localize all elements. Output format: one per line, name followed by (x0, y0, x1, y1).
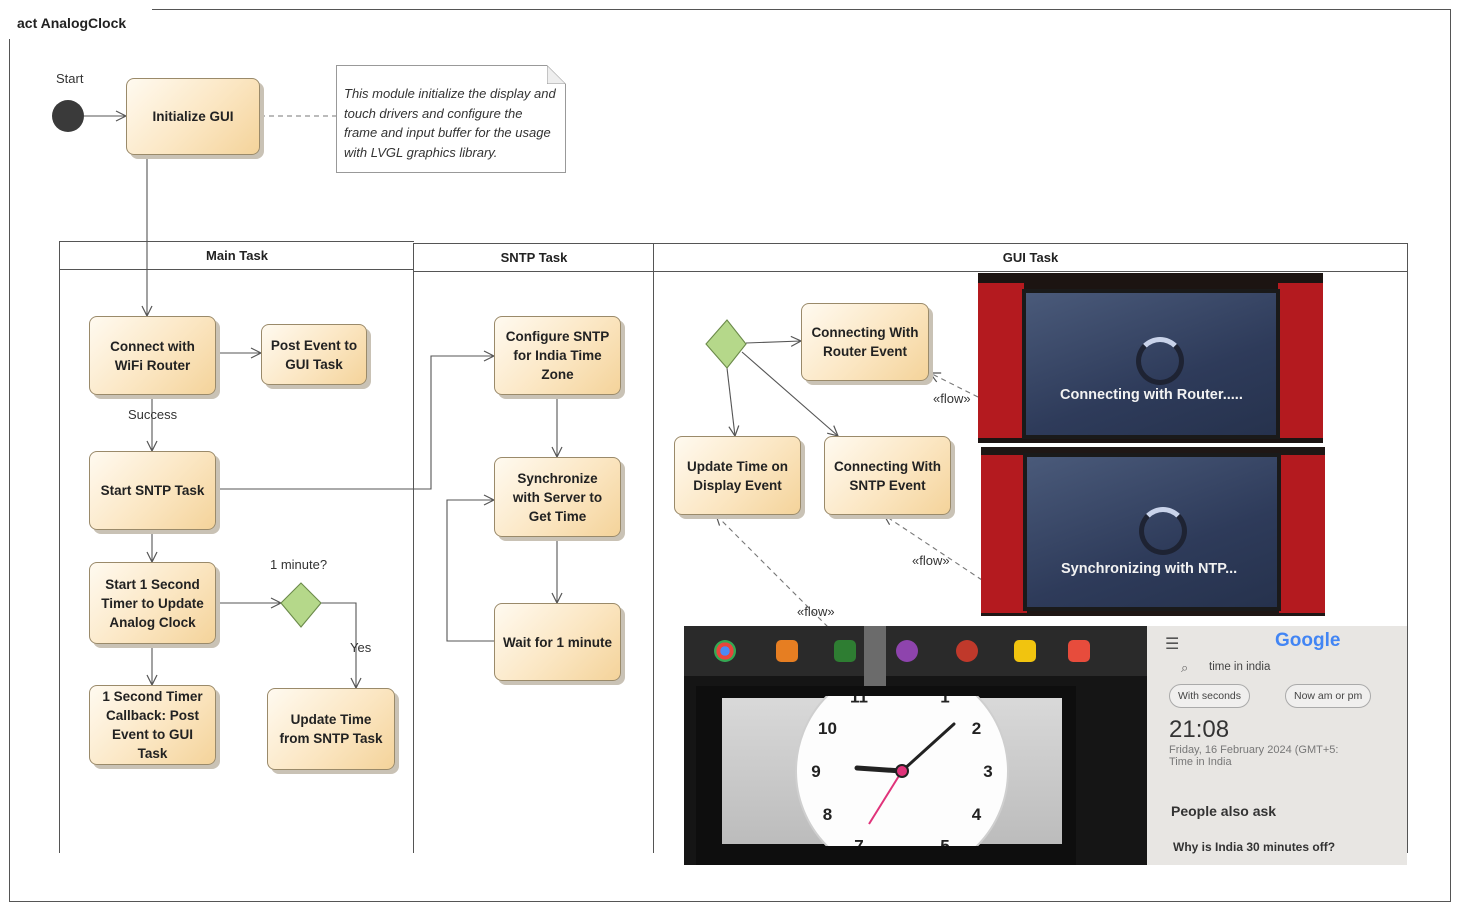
action-configure-sntp[interactable]: Configure SNTP for India Time Zone (494, 316, 621, 395)
clock-numeral: 10 (818, 719, 837, 738)
edge-sntp-configure (216, 356, 494, 490)
action-update-display-event[interactable]: Update Time on Display Event (674, 436, 801, 515)
clock-center (895, 764, 909, 778)
clock-numeral: 11 (850, 696, 868, 707)
lane-sntp-task: SNTP Task (413, 243, 654, 853)
action-synchronize[interactable]: Synchronize with Server to Get Time (494, 457, 621, 537)
router-screen-text: Connecting with Router..... (1060, 387, 1243, 403)
photo-ntp-screen: Synchronizing with NTP... (981, 447, 1325, 616)
clock-numeral: 4 (972, 805, 982, 824)
app-icon-red (1068, 640, 1090, 662)
chrome-icon (714, 640, 736, 662)
edge-gdec-sntp (741, 351, 838, 436)
frame-title: act AnalogClock (9, 9, 153, 39)
edge-gdec-display (726, 367, 735, 436)
faq-question: Why is India 30 minutes off? (1173, 840, 1336, 854)
edge-gdec-router (745, 341, 801, 343)
clock-numeral: 1 (940, 696, 949, 707)
phone-google-panel: ☰ Google ⌕ time in india With seconds No… (1147, 626, 1407, 865)
action-connect-wifi[interactable]: Connect with WiFi Router (89, 316, 216, 395)
edge-wait-sync (446, 500, 494, 642)
google-time: 21:08 (1169, 716, 1230, 743)
initial-node (52, 100, 84, 132)
taskbar (684, 626, 1147, 676)
pcb-right (1278, 283, 1323, 438)
action-initialize-gui[interactable]: Initialize GUI (126, 78, 260, 155)
start-label: Start (56, 71, 84, 86)
label-flow-display: «flow» (797, 604, 835, 619)
search-icon: ⌕ (1181, 660, 1189, 675)
app-icon-orange (776, 640, 798, 662)
flow-sntp (884, 515, 983, 581)
clock-numeral: 5 (940, 837, 949, 847)
action-timer-callback[interactable]: 1 Second Timer Callback: Post Event to G… (89, 685, 216, 765)
lcd-screen: Synchronizing with NTP... (1023, 453, 1281, 611)
label-flow-router: «flow» (933, 391, 971, 406)
clock-numeral: 9 (811, 762, 820, 781)
chip-am-pm: Now am or pm (1285, 684, 1372, 708)
spinner-icon (1139, 507, 1187, 555)
second-hand (868, 770, 903, 825)
label-one-minute: 1 minute? (270, 557, 328, 572)
clock-numeral: 2 (972, 719, 981, 738)
minute-hand (900, 722, 956, 773)
pcb-left (981, 455, 1027, 613)
decision-gui (705, 319, 747, 369)
clock-numeral: 8 (823, 805, 832, 824)
action-update-time-sntp[interactable]: Update Time from SNTP Task (267, 688, 395, 770)
chip-with-seconds: With seconds (1169, 684, 1251, 708)
label-yes: Yes (350, 640, 372, 655)
photo-analog-clock: 121234567891011 ☰ Google ⌕ time in india… (684, 626, 1407, 865)
lane-header-main: Main Task (60, 241, 414, 270)
clock-numeral: 7 (854, 837, 863, 847)
photo-router-screen: Connecting with Router..... (978, 273, 1323, 443)
pcb-right (1279, 455, 1325, 613)
action-start-sntp[interactable]: Start SNTP Task (89, 451, 216, 530)
note-box: This module initialize the display and t… (336, 65, 566, 173)
action-connecting-router-event[interactable]: Connecting With Router Event (801, 303, 929, 381)
lane-header-gui: GUI Task (654, 243, 1407, 272)
spinner-icon (1136, 337, 1184, 385)
action-connecting-sntp-event[interactable]: Connecting With SNTP Event (824, 436, 951, 515)
lane-main-task: Main Task (59, 241, 414, 853)
clock-numeral: 3 (983, 762, 992, 781)
menu-icon: ☰ (1165, 636, 1180, 653)
label-flow-sntp: «flow» (912, 553, 950, 568)
note-fold-icon (547, 65, 566, 84)
lane-header-sntp: SNTP Task (414, 243, 654, 272)
hour-hand (854, 765, 905, 774)
edge-decision-update (321, 602, 356, 688)
usb-cable (864, 626, 886, 686)
people-also-ask: People also ask (1171, 803, 1277, 819)
ntp-screen-text: Synchronizing with NTP... (1061, 561, 1238, 577)
decision-one-minute (280, 582, 322, 628)
search-query: time in india (1209, 661, 1271, 673)
raspberry-icon (956, 640, 978, 662)
analog-clock-face: 121234567891011 (795, 696, 1009, 847)
app-icon-purple (896, 640, 918, 662)
action-post-event[interactable]: Post Event to GUI Task (261, 324, 367, 385)
google-date: Friday, 16 February 2024 (GMT+5: (1169, 744, 1339, 756)
pcb-left (978, 283, 1024, 438)
lcd-screen: Connecting with Router..... (1022, 289, 1280, 439)
action-start-timer[interactable]: Start 1 Second Timer to Update Analog Cl… (89, 562, 216, 644)
terminal-icon (834, 640, 856, 662)
lane-gui-task: GUI Task (653, 243, 1408, 853)
google-place: Time in India (1169, 756, 1232, 768)
diagram-frame (9, 9, 1451, 902)
app-icon-yellow (1014, 640, 1036, 662)
label-success: Success (128, 407, 178, 422)
google-logo: Google (1275, 630, 1341, 651)
action-wait-minute[interactable]: Wait for 1 minute (494, 603, 621, 681)
